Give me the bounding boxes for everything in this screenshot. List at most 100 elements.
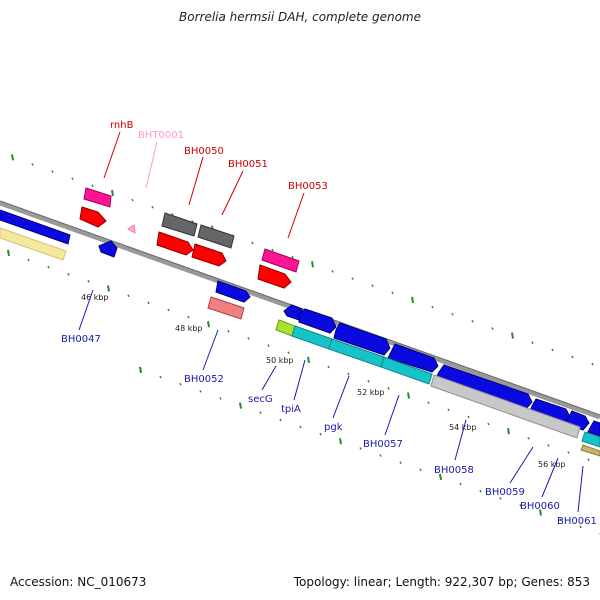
guide-dot xyxy=(139,366,142,374)
guide-dot xyxy=(171,213,174,216)
guide-dot xyxy=(199,389,202,393)
kbp-label-56: 56 kbp xyxy=(538,460,566,469)
gene-label-BH0059[interactable]: BH0059 xyxy=(485,487,525,498)
gene-label-BH0051[interactable]: BH0051 xyxy=(228,159,268,170)
guide-dot xyxy=(247,337,250,340)
guide-dot xyxy=(239,402,242,409)
guide-dot xyxy=(467,415,470,419)
guide-dot xyxy=(379,454,382,457)
guide-dot xyxy=(319,432,322,436)
guide-dot xyxy=(399,461,402,465)
guide-dot xyxy=(299,425,302,429)
guide-dot xyxy=(167,308,170,312)
kbp-scale: 46 kbp 48 kbp 50 kbp 52 kbp 54 kbp 56 kb… xyxy=(81,293,566,469)
gene-label-BH0052[interactable]: BH0052 xyxy=(184,374,224,385)
guide-dot xyxy=(127,294,130,297)
guide-dot xyxy=(327,365,330,369)
guide-dot xyxy=(279,418,282,422)
guide-dot xyxy=(11,154,14,161)
gene-BH0051[interactable] xyxy=(197,224,235,249)
guide-dot xyxy=(151,205,154,209)
guide-dot xyxy=(259,411,262,415)
guide-dot xyxy=(311,261,314,268)
guide-dot xyxy=(131,198,134,202)
guide-dot xyxy=(411,296,414,304)
gene-label-secG[interactable]: secG xyxy=(248,394,273,405)
gene-label-rnhB[interactable]: rnhB xyxy=(110,120,134,131)
guide-dot xyxy=(359,447,362,450)
guide-dot xyxy=(487,422,490,426)
gene-gray-long[interactable] xyxy=(430,374,581,439)
guide-dot xyxy=(499,496,502,500)
map-title: Borrelia hermsii DAH, complete genome xyxy=(179,10,421,24)
guide-dot xyxy=(27,258,30,262)
gene-label-BH0053[interactable]: BH0053 xyxy=(288,181,328,192)
gene-features[interactable] xyxy=(0,187,600,457)
guide-dot xyxy=(451,312,454,316)
gene-BH0050[interactable] xyxy=(161,212,198,237)
gene-left-blue[interactable] xyxy=(0,209,71,245)
guide-dot xyxy=(179,382,182,386)
guide-dot xyxy=(187,315,190,319)
gene-label-BH0060[interactable]: BH0060 xyxy=(520,501,560,512)
guide-dot xyxy=(427,401,430,404)
gene-cyan-3[interactable] xyxy=(380,356,433,385)
gene-BH0047-blue[interactable] xyxy=(98,240,118,258)
gene-cyan-right[interactable] xyxy=(581,431,600,448)
gene-label-BH0057[interactable]: BH0057 xyxy=(363,439,403,450)
genome-stats-text: Topology: linear; Length: 922,307 bp; Ge… xyxy=(293,575,590,589)
gene-blue-b[interactable] xyxy=(298,308,337,334)
guide-dot xyxy=(147,301,150,305)
gene-secG[interactable] xyxy=(275,319,296,337)
guide-dot xyxy=(51,170,54,173)
kbp-label-46: 46 kbp xyxy=(81,293,109,302)
gene-rnhB[interactable] xyxy=(83,187,112,208)
gene-red-1[interactable] xyxy=(156,231,194,256)
guide-dot xyxy=(7,249,10,257)
gene-rnhB-red[interactable] xyxy=(79,206,107,228)
guide-dot xyxy=(331,270,334,273)
guide-dot xyxy=(219,397,222,400)
gene-BH0053-red[interactable] xyxy=(257,264,292,289)
gene-label-BH0058[interactable]: BH0058 xyxy=(434,465,474,476)
gene-label-BHT0001[interactable]: BHT0001 xyxy=(138,130,184,141)
kbp-label-54: 54 kbp xyxy=(449,423,477,432)
gene-labels-bottom: BH0047 BH0052 secG tpiA pgk BH0057 BH005… xyxy=(61,334,597,527)
guide-dot xyxy=(591,362,594,366)
gene-label-BH0050[interactable]: BH0050 xyxy=(184,146,224,157)
guide-dot xyxy=(551,348,554,352)
guide-dot xyxy=(291,255,294,259)
guide-dot xyxy=(47,265,50,269)
guide-dot xyxy=(587,458,590,462)
guide-dot xyxy=(31,163,34,166)
gene-BH0053[interactable] xyxy=(261,248,300,273)
guide-dot xyxy=(491,327,494,330)
guide-dot xyxy=(111,189,114,197)
gene-blue-h[interactable] xyxy=(587,420,600,437)
guide-dot xyxy=(339,438,342,445)
guide-dot xyxy=(287,351,290,355)
gene-BHT0001[interactable] xyxy=(127,224,136,234)
gene-left-yellow[interactable] xyxy=(0,227,67,261)
guide-dot xyxy=(519,504,522,507)
guide-dot xyxy=(227,329,230,333)
gene-label-BH0061[interactable]: BH0061 xyxy=(557,516,597,527)
gene-red-2[interactable] xyxy=(191,243,227,267)
guide-dot xyxy=(387,387,390,390)
guide-dot xyxy=(91,184,94,188)
guide-dot xyxy=(527,436,530,440)
gene-BH0052[interactable] xyxy=(215,280,251,303)
gene-BH0052-salmon[interactable] xyxy=(207,296,245,320)
guide-dot xyxy=(71,177,74,181)
guide-dot xyxy=(107,285,110,292)
gene-tan-right[interactable] xyxy=(580,444,600,457)
gene-blue-c[interactable] xyxy=(333,322,391,356)
accession-text: Accession: NC_010673 xyxy=(10,575,147,589)
gene-label-pgk[interactable]: pgk xyxy=(324,422,343,433)
guide-dot xyxy=(559,518,562,522)
gene-label-BH0047[interactable]: BH0047 xyxy=(61,334,101,345)
guide-dot xyxy=(447,408,450,412)
gene-label-tpiA[interactable]: tpiA xyxy=(281,404,301,415)
guide-dot xyxy=(479,489,482,493)
